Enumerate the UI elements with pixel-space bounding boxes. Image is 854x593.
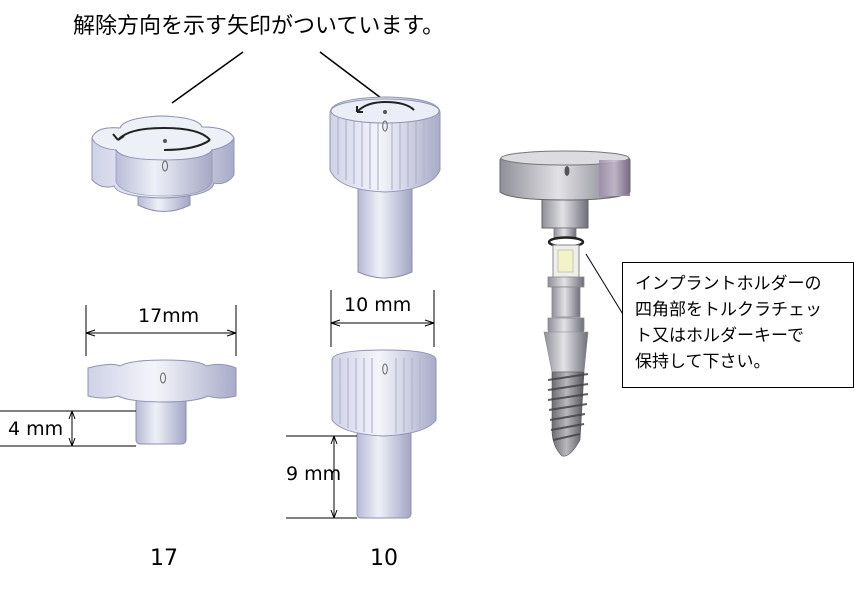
knob-17-perspective: [91, 115, 235, 212]
callout-box: インプラントホルダーの 四角部をトルクラチェッ ト又はホルダーキーで 保持して下…: [622, 262, 854, 388]
label-4mm: 4 mm: [8, 418, 64, 440]
label-10mm: 10 mm: [344, 294, 412, 316]
callout-line-2: 四角部をトルクラチェッ: [635, 300, 822, 320]
label-17mm: 17mm: [138, 305, 200, 327]
callout-line-4: 保持して下さい。: [635, 352, 771, 372]
pointer-line-right: [319, 51, 382, 99]
caption-17: 17: [150, 546, 178, 571]
heading-text: 解除方向を示す矢印がついています。: [73, 14, 445, 39]
label-9mm: 9 mm: [286, 463, 342, 485]
implant-holder-assembly: [499, 150, 631, 457]
knob-10-perspective: [329, 96, 441, 279]
callout-line-3: ト又はホルダーキーで: [635, 326, 804, 346]
pointer-line-left: [171, 51, 244, 104]
callout-line-1: インプラントホルダーの: [635, 274, 822, 294]
dimension-17mm: [85, 305, 237, 356]
caption-10: 10: [370, 546, 398, 571]
dimension-10mm: [330, 290, 435, 347]
knob-10-side: [331, 349, 437, 519]
dimension-4mm: [0, 410, 136, 447]
knob-17-side: [87, 359, 237, 445]
dimension-9mm: [286, 435, 357, 519]
